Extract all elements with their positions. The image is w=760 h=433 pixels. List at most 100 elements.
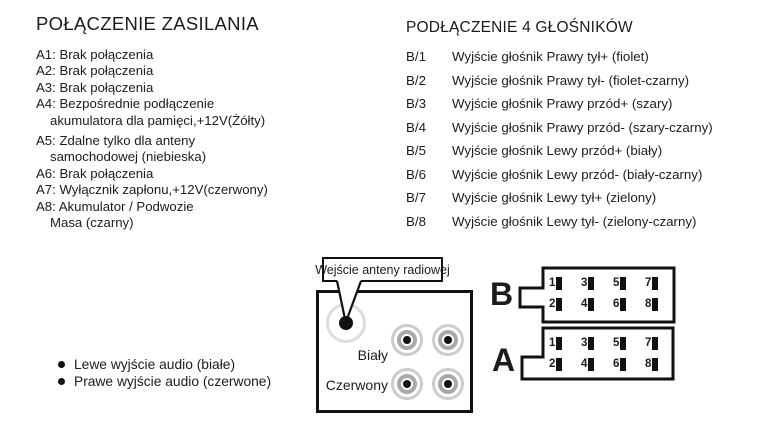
connector-pin: 6 [613, 298, 645, 311]
rca-jack-red-right [432, 368, 464, 400]
pin-contact-icon [588, 298, 595, 311]
connector-pin: 8 [645, 298, 677, 311]
pin-number: 7 [645, 277, 652, 289]
speaker-pin-description: Wyjście głośnik Prawy przód+ (szary) [452, 96, 673, 111]
speaker-pin-description: Wyjście głośnik Prawy przód- (szary-czar… [452, 119, 713, 135]
connector-pin: 2 [549, 298, 581, 311]
connector-pin: 5 [613, 337, 645, 350]
rca-pin-icon [444, 380, 452, 388]
speaker-pin-id: B/7 [406, 190, 426, 205]
rca-jack-red-left [391, 368, 423, 400]
speaker-pin-description: Wyjście głośnik Lewy tył+ (zielony) [452, 190, 657, 205]
connector-a-label: A [492, 342, 516, 378]
connector-pin: 5 [613, 277, 645, 290]
speaker-pin-id: B/5 [406, 143, 426, 158]
pin-contact-icon [652, 337, 659, 350]
power-item-line: A2: Brak połączenia [36, 63, 154, 79]
power-item-line: A1: Brak połączenia [36, 47, 154, 62]
power-item-line: Masa (czarny) [50, 215, 134, 231]
pin-number: 2 [549, 298, 556, 310]
pin-contact-icon [620, 298, 627, 311]
rca-ring-icon [397, 330, 417, 350]
speaker-pin-id: B/6 [406, 166, 426, 182]
speaker-pin-id: B/4 [406, 119, 426, 135]
pin-contact-icon [556, 277, 563, 290]
connector-pin-row: 1 3 5 7 [549, 277, 677, 290]
audio-output-notes: Lewe wyjście audio (białe) Prawe wyjście … [58, 356, 271, 390]
speaker-pin-description: Wyjście głośnik Lewy przód+ (biały) [452, 143, 663, 158]
speaker-pin-id: B/1 [406, 49, 426, 64]
bullet-icon [58, 378, 65, 385]
connector-pin: 4 [581, 298, 613, 311]
connector-pin: 6 [613, 358, 645, 371]
rca-jack-white-right [432, 324, 464, 356]
pin-number: 5 [613, 277, 620, 289]
rca-ring-icon [438, 374, 458, 394]
audio-output-text: Prawe wyjście audio (czerwone) [74, 374, 272, 389]
speaker-pin-description: Wyjście głośnik Prawy tył- (fiolet-czarn… [452, 72, 690, 88]
power-item-line: A5: Zdalne tylko dla anteny [36, 133, 196, 149]
pin-number: 2 [549, 358, 556, 370]
callout-pointer-icon [335, 280, 363, 330]
pin-contact-icon [652, 358, 659, 371]
rca-ring-icon [438, 330, 458, 350]
pin-number: 8 [645, 358, 652, 370]
connector-pin: 3 [581, 277, 613, 290]
speaker-connection-row: B/1 Wyjście głośnik Prawy tył+ (fiolet) [406, 49, 756, 73]
speaker-pin-description: Wyjście głośnik Prawy tył+ (fiolet) [452, 49, 649, 64]
power-connection-item: A7: Wyłącznik zapłonu,+12V(czerwony) [36, 182, 356, 198]
pin-number: 5 [613, 337, 620, 349]
pin-contact-icon [620, 358, 627, 371]
rear-panel-box: Biały Czerwony [316, 290, 473, 413]
red-row-label: Czerwony [325, 377, 388, 393]
rca-pin-icon [444, 336, 452, 344]
pin-number: 7 [645, 337, 652, 349]
connector-b-label: B [490, 276, 514, 312]
speaker-pin-description: Wyjście głośnik Lewy przód- (biały-czarn… [452, 166, 703, 182]
pin-contact-icon [556, 358, 563, 371]
connector-pin-row: 2 4 6 8 [549, 358, 677, 371]
pin-contact-icon [556, 337, 563, 350]
connector-pin: 8 [645, 358, 677, 371]
pin-contact-icon [652, 277, 659, 290]
power-connection-item: A6: Brak połączenia [36, 166, 356, 182]
power-item-line: A4: Bezpośrednie podłączenie [36, 96, 215, 112]
power-connection-item: A2: Brak połączenia [36, 63, 356, 79]
connector-pin: 2 [549, 358, 581, 371]
rca-jack-white-left [391, 324, 423, 356]
speaker-section-title: PODŁĄCZENIE 4 GŁOŚNIKÓW [406, 19, 633, 36]
power-item-line: A7: Wyłącznik zapłonu,+12V(czerwony) [36, 182, 268, 198]
pin-number: 3 [581, 337, 588, 349]
antenna-input-callout: Wejście anteny radiowej [315, 257, 450, 282]
pin-number: 1 [549, 277, 556, 289]
connector-pin: 4 [581, 358, 613, 371]
pin-number: 8 [645, 298, 652, 310]
speaker-connection-row: B/5 Wyjście głośnik Lewy przód+ (biały) [406, 143, 756, 167]
connector-pin: 1 [549, 337, 581, 350]
power-item-line: A6: Brak połączenia [36, 165, 154, 181]
pin-number: 3 [581, 277, 588, 289]
pin-contact-icon [652, 298, 659, 311]
connector-pin: 7 [645, 337, 677, 350]
speaker-pin-description: Wyjście głośnik Lewy tył- (zielony-czarn… [452, 213, 697, 229]
power-item-line: A8: Akumulator / Podwozie [36, 198, 194, 214]
power-item-line: akumulatora dla pamięci,+12V(Żółty) [50, 112, 266, 128]
pin-number: 6 [613, 298, 620, 310]
pin-contact-icon [556, 298, 563, 311]
pin-number: 4 [581, 358, 588, 370]
power-connection-section: POŁĄCZENIE ZASILANIA A1: Brak połączenia… [36, 13, 356, 231]
audio-output-text: Lewe wyjście audio (białe) [74, 357, 236, 372]
pin-number: 6 [613, 358, 620, 370]
connector-pin: 1 [549, 277, 581, 290]
rca-pin-icon [403, 380, 411, 388]
